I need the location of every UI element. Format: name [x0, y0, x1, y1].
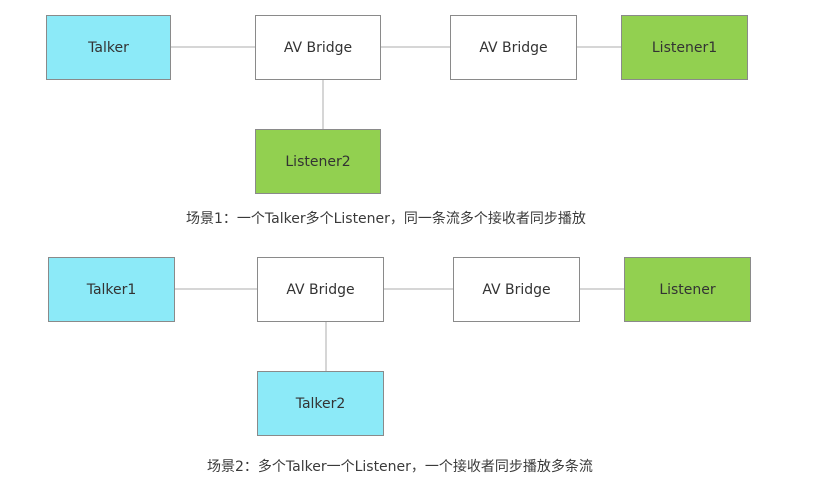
s1-av-bridge-a-label: AV Bridge — [283, 39, 353, 56]
s2-talker1-node: Talker1 — [48, 257, 175, 322]
s1-talker-label: Talker — [88, 39, 129, 56]
s2-listener-label: Listener — [659, 281, 716, 298]
s1-listener2-label: Listener2 — [285, 153, 351, 170]
s2-caption: 场景2：多个Talker一个Listener，一个接收者同步播放多条流 — [207, 459, 593, 475]
s2-av-bridge-a-node: AV Bridge — [257, 257, 384, 322]
s1-listener1-node: Listener1 — [621, 15, 748, 80]
s2-listener-node: Listener — [624, 257, 751, 322]
s2-av-bridge-b-label: AV Bridge — [482, 281, 551, 298]
s1-av-bridge-b-node: AV Bridge — [450, 15, 577, 80]
s2-talker1-label: Talker1 — [86, 281, 137, 298]
s1-listener1-label: Listener1 — [651, 39, 718, 56]
s2-av-bridge-b-node: AV Bridge — [453, 257, 580, 322]
s1-caption: 场景1：一个Talker多个Listener，同一条流多个接收者同步播放 — [186, 211, 586, 227]
s2-talker2-node: Talker2 — [257, 371, 384, 436]
s1-talker-node: Talker — [46, 15, 171, 80]
s1-av-bridge-b-label: AV Bridge — [479, 39, 548, 56]
s1-listener2-node: Listener2 — [255, 129, 381, 194]
s2-talker2-label: Talker2 — [295, 395, 346, 412]
s2-av-bridge-a-label: AV Bridge — [286, 281, 355, 298]
s1-av-bridge-a-node: AV Bridge — [255, 15, 381, 80]
